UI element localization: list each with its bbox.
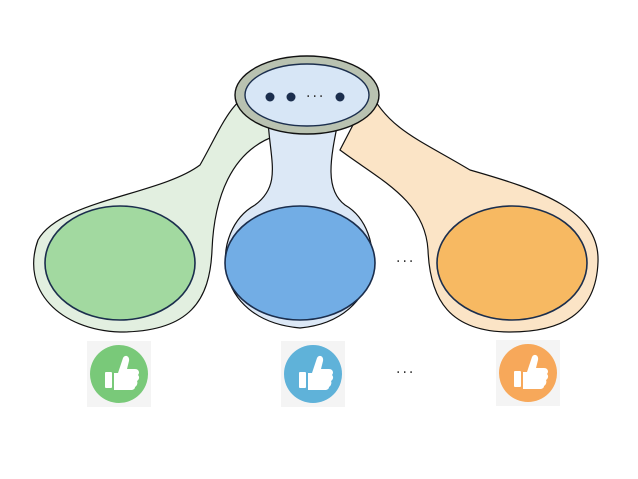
- blue-cluster-node: [224, 205, 376, 321]
- thumbs-up-green-icon: [87, 341, 151, 407]
- top-node-dot-3: [335, 92, 345, 102]
- thumbs-up-blue-icon: [281, 341, 345, 407]
- top-node-ellipsis: ···: [306, 89, 325, 105]
- top-node-dot-1: [265, 92, 275, 102]
- clusters-ellipsis: ···: [396, 254, 415, 270]
- green-cluster-node: [44, 205, 196, 321]
- top-node: [244, 63, 370, 127]
- orange-cluster-node: [436, 205, 588, 321]
- icons-ellipsis: ···: [396, 365, 415, 381]
- thumbs-up-orange-icon: [496, 340, 560, 406]
- top-node-dot-2: [286, 92, 296, 102]
